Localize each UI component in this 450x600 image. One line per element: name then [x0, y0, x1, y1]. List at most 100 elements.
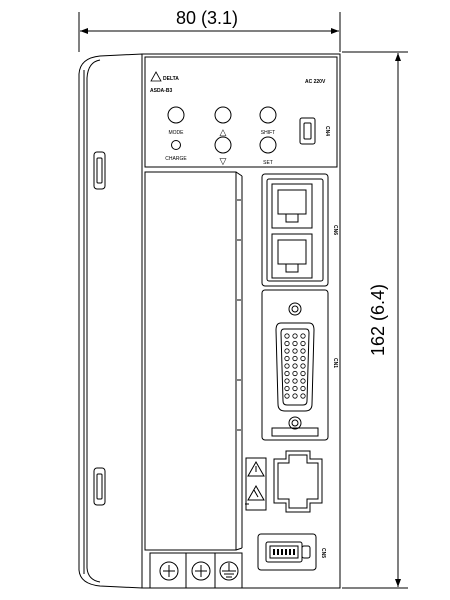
upper-latch-slot: [96, 157, 103, 184]
cn6-port-upper[interactable]: [271, 183, 313, 229]
cn5-latch: [301, 545, 311, 559]
cn1-screw-top-hole: [291, 305, 299, 313]
cn5-port[interactable]: [265, 541, 303, 563]
width-arrow-left: [80, 28, 88, 34]
charge-led: [171, 140, 181, 150]
left-housing: [78, 53, 143, 589]
hot-surface-warning-icon: [247, 484, 265, 501]
ground-screw-right[interactable]: [191, 561, 211, 581]
cn5-connector[interactable]: [257, 533, 317, 571]
ground-screw-left[interactable]: [159, 561, 179, 581]
cn1-pin: [284, 393, 290, 399]
cn3-port[interactable]: [273, 450, 323, 513]
cover-edge-top: [235, 171, 243, 177]
cn1-pin: [284, 378, 290, 384]
shift-button-label: SHIFT: [261, 130, 275, 136]
height-dimension: [342, 51, 408, 589]
warning-labels: [245, 457, 267, 511]
height-arrow-top: [395, 53, 401, 61]
cn1-pin: [300, 355, 306, 362]
ground-terminal-block: [149, 552, 243, 589]
cn4-connector[interactable]: [299, 117, 316, 145]
front-cover: [144, 171, 237, 551]
cn5-label: CN5: [320, 548, 326, 558]
cn1-label: CN1: [332, 358, 338, 368]
down-button-label: ▽: [220, 156, 227, 166]
cn4-label: CN4: [324, 126, 330, 136]
cn1-pin: [284, 333, 290, 339]
cn1-pins: [284, 333, 306, 399]
ground-symbol-icon: [219, 561, 239, 581]
voltage-label: AC 220V: [305, 79, 326, 85]
cn1-pin: [292, 340, 298, 347]
cn1-pin: [300, 363, 306, 369]
cn5-pin: [293, 549, 295, 555]
width-dimension: [78, 12, 341, 52]
cn1-pin: [292, 363, 298, 369]
cn1-pin: [284, 385, 290, 392]
cn5-pin: [277, 549, 279, 555]
cn1-pin: [284, 355, 290, 362]
upper-latch: [93, 151, 106, 190]
cn5-pins: [273, 549, 295, 555]
cn1-pin: [284, 340, 290, 347]
cn6-port-upper-tab: [285, 213, 299, 223]
cover-edge-bottom: [235, 547, 243, 551]
down-button[interactable]: [214, 136, 232, 154]
up-button[interactable]: [214, 106, 232, 124]
display-area: [144, 56, 338, 168]
cn1-pin: [292, 378, 298, 384]
cn1-pin: [292, 385, 298, 392]
lower-latch-slot: [96, 473, 103, 500]
cn5-pin: [281, 549, 283, 555]
cn1-screw-bottom: [288, 416, 302, 430]
cn1-housing: [261, 289, 329, 441]
cn5-pin: [285, 549, 287, 555]
cn5-housing: [257, 533, 317, 571]
cn1-pin: [292, 355, 298, 362]
housing-curve: [86, 59, 101, 583]
cn1-base: [271, 427, 319, 437]
cn6-port-upper-socket: [277, 189, 307, 215]
cn6-housing: [261, 173, 329, 287]
cn1-pin: [300, 378, 306, 384]
width-dimension-label: 80 (3.1): [176, 8, 238, 28]
cn1-pin: [292, 333, 298, 339]
cn5-socket: [269, 545, 299, 559]
cn1-pin: [284, 348, 290, 354]
cn1-connector[interactable]: [261, 289, 329, 441]
cn5-pin: [289, 549, 291, 555]
ground-screw-left-head: [159, 561, 179, 581]
housing-outline: [78, 53, 143, 589]
cn4-socket: [303, 122, 312, 140]
height-arrow-bottom: [395, 579, 401, 587]
shift-button[interactable]: [259, 106, 277, 124]
cn3-inner: [277, 454, 319, 509]
width-arrow-right: [331, 28, 339, 34]
cn3-outline: [273, 450, 323, 513]
model-label: ASDA-B3: [150, 88, 172, 94]
hot-surface-mark: [253, 489, 259, 498]
cn1-screw-bottom-hole: [291, 419, 299, 427]
cn1-socket: [280, 328, 310, 406]
terminal-block-outline: [149, 552, 243, 589]
cn6-port-lower-tab: [285, 263, 299, 273]
keypad: [167, 106, 277, 154]
cn6-port-lower[interactable]: [271, 233, 313, 279]
cn1-screw-top: [288, 302, 302, 316]
cn1-pin: [300, 385, 306, 392]
cn6-label: CN6: [332, 225, 338, 235]
cn1-pin: [284, 370, 290, 377]
mode-button[interactable]: [167, 106, 185, 124]
cn6-port-lower-socket: [277, 239, 307, 265]
cn5-pin: [273, 549, 275, 555]
ground-screw-right-head: [191, 561, 211, 581]
cn6-frame: [266, 178, 324, 282]
delta-logo-icon: [150, 71, 162, 82]
height-dimension-label: 162 (6.4): [368, 284, 388, 356]
set-button[interactable]: [259, 136, 277, 154]
cn1-pin: [300, 348, 306, 354]
cn6-connector[interactable]: [261, 173, 329, 287]
cn4-port[interactable]: [299, 117, 316, 145]
